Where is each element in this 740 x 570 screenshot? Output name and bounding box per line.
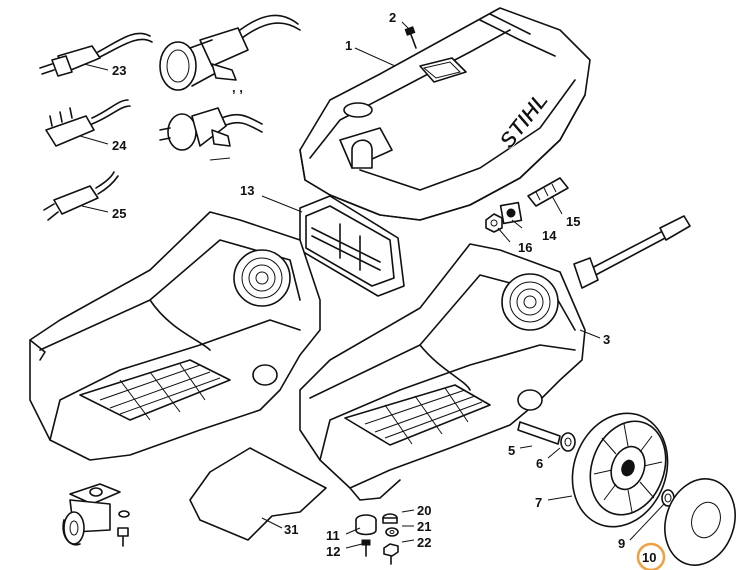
callout-25[interactable]: 25 — [112, 206, 126, 221]
callout-20[interactable]: 20 — [417, 503, 431, 518]
axle-5[interactable] — [517, 421, 561, 445]
callout-24[interactable]: 24 — [112, 138, 127, 153]
mat-31[interactable] — [189, 447, 327, 541]
caster-wheel[interactable] — [62, 483, 121, 546]
plug-cee-connector[interactable] — [159, 14, 301, 91]
base-housing-left[interactable] — [29, 211, 321, 461]
callout-9[interactable]: 9 — [618, 536, 625, 551]
fitting-15[interactable] — [527, 177, 569, 207]
callout-11[interactable]: 11 — [326, 528, 340, 543]
callout-23[interactable]: 23 — [112, 63, 126, 78]
seal-14[interactable] — [499, 201, 523, 225]
lance-tube[interactable] — [573, 215, 691, 289]
callout-2[interactable]: 2 — [389, 10, 396, 25]
callout-21[interactable]: 21 — [417, 519, 431, 534]
screw-12[interactable] — [361, 539, 371, 557]
callout-5[interactable]: 5 — [508, 443, 515, 458]
callout-6[interactable]: 6 — [536, 456, 543, 471]
caster-screws[interactable] — [117, 510, 130, 547]
leader-lines — [79, 21, 665, 549]
separator-marks: , , — [232, 80, 243, 95]
callout-16[interactable]: 16 — [518, 240, 532, 255]
callout-31[interactable]: 31 — [284, 522, 298, 537]
callout-14[interactable]: 14 — [542, 228, 557, 243]
callout-22[interactable]: 22 — [417, 535, 431, 550]
plug-25[interactable] — [43, 171, 119, 221]
callout-labels: 1 2 3 5 6 7 9 10 11 12 13 14 15 16 20 21… — [112, 10, 666, 570]
callout-1[interactable]: 1 — [345, 38, 352, 53]
callout-10[interactable]: 10 — [642, 550, 656, 565]
nut-16[interactable] — [485, 213, 503, 233]
part-22[interactable] — [383, 543, 399, 565]
callout-12[interactable]: 12 — [326, 544, 340, 559]
washer-6[interactable] — [560, 432, 576, 452]
base-housing-right[interactable] — [299, 243, 586, 501]
wheel-7[interactable] — [557, 400, 683, 540]
callout-3[interactable]: 3 — [603, 332, 610, 347]
housing-cover[interactable]: STIHL — [299, 7, 591, 221]
callout-13[interactable]: 13 — [240, 183, 254, 198]
callout-7[interactable]: 7 — [535, 495, 542, 510]
plug-24[interactable] — [45, 99, 131, 147]
screw-2[interactable] — [404, 26, 417, 49]
callout-10-highlight-ring — [636, 542, 666, 570]
hub-cap-10[interactable] — [654, 470, 740, 570]
plug-schuko[interactable] — [159, 107, 263, 151]
part-20[interactable] — [382, 513, 398, 524]
callout-15[interactable]: 15 — [566, 214, 580, 229]
part-21[interactable] — [385, 527, 399, 537]
foot-11[interactable] — [355, 514, 377, 536]
plug-23[interactable] — [39, 32, 153, 77]
